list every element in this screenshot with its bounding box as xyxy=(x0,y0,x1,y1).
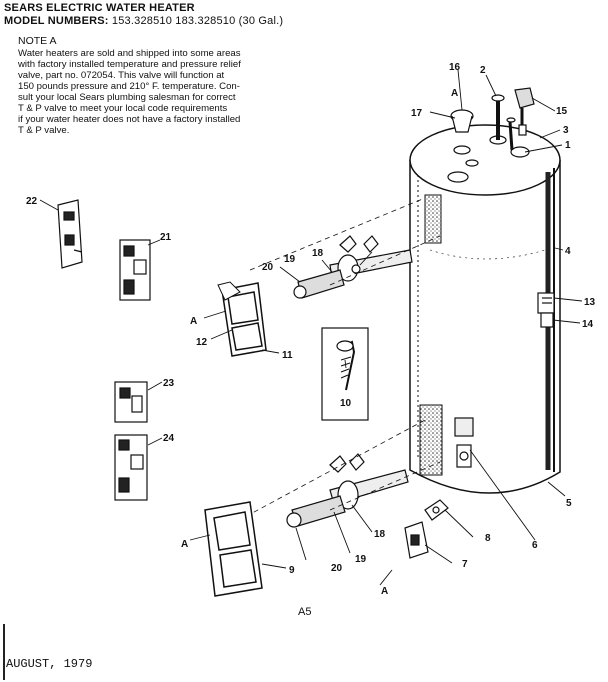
model-label: MODEL NUMBERS: xyxy=(4,15,109,27)
callout-a-top: A xyxy=(451,88,458,99)
note-line: if your water heater does not have a fac… xyxy=(18,114,241,125)
callout-11: 11 xyxy=(282,350,293,361)
callout-18-lower: 18 xyxy=(374,529,386,540)
dip-tube xyxy=(450,109,474,133)
note-title: NOTE A xyxy=(18,35,57,47)
thermostat-22 xyxy=(57,199,83,269)
note-line: sult your local Sears plumbing salesman … xyxy=(18,92,236,103)
tp-valve xyxy=(514,87,535,136)
thermostat-24 xyxy=(114,434,148,501)
callout-15: 15 xyxy=(556,106,568,117)
outlet-nipple xyxy=(506,117,516,151)
callout-13: 13 xyxy=(584,297,596,308)
callout-2: 2 xyxy=(480,65,486,76)
heating-element-small xyxy=(424,499,449,521)
callout-20-lower: 20 xyxy=(331,563,343,574)
callout-10: 10 xyxy=(340,398,352,409)
lower-guide-lines xyxy=(229,419,441,526)
drain-valve xyxy=(454,417,474,468)
callout-18-upper: 18 xyxy=(312,248,324,259)
diagram-title: SEARS ELECTRIC WATER HEATER xyxy=(4,2,195,14)
thermostat-bracket xyxy=(537,292,555,328)
top-fittings xyxy=(447,135,530,183)
screw-part-box xyxy=(321,327,369,421)
callout-1: 1 xyxy=(565,140,571,151)
cover-plate-small xyxy=(404,521,429,559)
model-numbers-line: MODEL NUMBERS: 153.328510 183.328510 (30… xyxy=(4,15,283,28)
model-numbers: 153.328510 183.328510 (30 Gal.) xyxy=(111,15,284,27)
callout-a-lower: A xyxy=(181,539,188,550)
page-code: A5 xyxy=(298,606,312,618)
note-line: Water heaters are sold and shipped into … xyxy=(18,48,241,59)
diagram-header: SEARS ELECTRIC WATER HEATER MODEL NUMBER… xyxy=(4,2,283,28)
upper-element-assembly xyxy=(293,235,413,299)
callout-7: 7 xyxy=(462,559,468,570)
callout-21: 21 xyxy=(160,232,172,243)
callout-22: 22 xyxy=(26,196,38,207)
callout-a-upper: A xyxy=(190,316,197,327)
callout-4: 4 xyxy=(565,246,571,257)
margin-rule xyxy=(3,624,5,680)
upper-access-cover xyxy=(217,281,267,357)
anode-rod xyxy=(491,94,505,140)
callout-24: 24 xyxy=(163,433,175,444)
callout-19-upper: 19 xyxy=(284,254,296,265)
footer-date: AUGUST, 1979 xyxy=(6,657,93,671)
callout-12: 12 xyxy=(196,337,208,348)
callout-19-lower: 19 xyxy=(355,554,367,565)
upper-guide-lines xyxy=(249,197,441,286)
leader-lines xyxy=(39,69,583,586)
callout-8: 8 xyxy=(485,533,491,544)
callout-3: 3 xyxy=(563,125,569,136)
note-line: with factory installed temperature and p… xyxy=(18,59,241,70)
lower-access-cover xyxy=(204,501,263,597)
note-a: NOTE A Water heaters are sold and shippe… xyxy=(18,35,348,137)
callout-5: 5 xyxy=(566,498,572,509)
thermostat-21 xyxy=(119,239,151,301)
lower-element-assembly xyxy=(286,453,409,528)
note-line: T & P valve to meet your local code requ… xyxy=(18,103,228,114)
note-line: valve, part no. 072054. This valve will … xyxy=(18,70,225,81)
callout-17: 17 xyxy=(411,108,423,119)
note-line: 150 pounds pressure and 210° F. temperat… xyxy=(18,81,240,92)
callout-a-bottom: A xyxy=(381,586,388,597)
callout-9: 9 xyxy=(289,565,295,576)
callout-14: 14 xyxy=(582,319,594,330)
upper-element-opening xyxy=(424,194,442,244)
lower-element-opening xyxy=(419,404,443,476)
callout-20-upper: 20 xyxy=(262,262,274,273)
note-line: T & P valve. xyxy=(18,125,70,136)
callout-16: 16 xyxy=(449,62,461,73)
callout-6: 6 xyxy=(532,540,538,551)
switch-23 xyxy=(114,381,148,423)
callout-labels: 16 2 17 15 3 1 4 13 14 5 6 8 7 18 18 19 … xyxy=(26,62,596,597)
callout-23: 23 xyxy=(163,378,175,389)
